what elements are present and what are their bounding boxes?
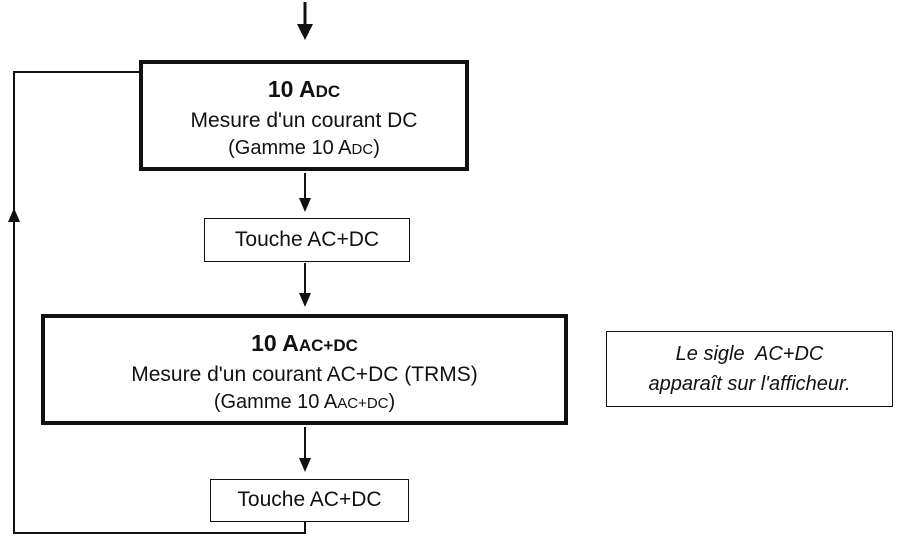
- key-box-acdc-second: Touche AC+DC: [210, 479, 409, 522]
- key-label: Touche AC+DC: [234, 228, 380, 251]
- state-title: 10 AAC+DC: [251, 330, 358, 356]
- key-box-acdc-first: Touche AC+DC: [204, 218, 410, 262]
- state-box-10a-dc: 10 ADC Mesure d'un courant DC (Gamme 10 …: [139, 60, 469, 171]
- note-line-1: Le sigle AC+DC: [675, 343, 824, 365]
- state-box-10a-acdc: 10 AAC+DC Mesure d'un courant AC+DC (TRM…: [41, 314, 568, 425]
- state-range: (Gamme 10 ADC): [228, 137, 380, 159]
- arrow-key-to-state-acdc: [299, 263, 311, 307]
- state-range: (Gamme 10 AAC+DC): [213, 391, 396, 413]
- loop-arrowhead: [8, 208, 20, 222]
- state-title: 10 ADC: [267, 76, 341, 102]
- arrow-state-acdc-to-key: [299, 427, 311, 472]
- note-box: Le sigle AC+DC apparaît sur l'afficheur.: [606, 331, 893, 407]
- state-description: Mesure d'un courant AC+DC (TRMS): [131, 363, 478, 386]
- entry-arrow: [297, 2, 313, 40]
- arrow-state-dc-to-key: [299, 173, 311, 212]
- note-line-2: apparaît sur l'afficheur.: [648, 373, 851, 395]
- key-label: Touche AC+DC: [237, 488, 382, 511]
- loop-back-line: [8, 71, 306, 534]
- state-description: Mesure d'un courant DC: [190, 109, 418, 132]
